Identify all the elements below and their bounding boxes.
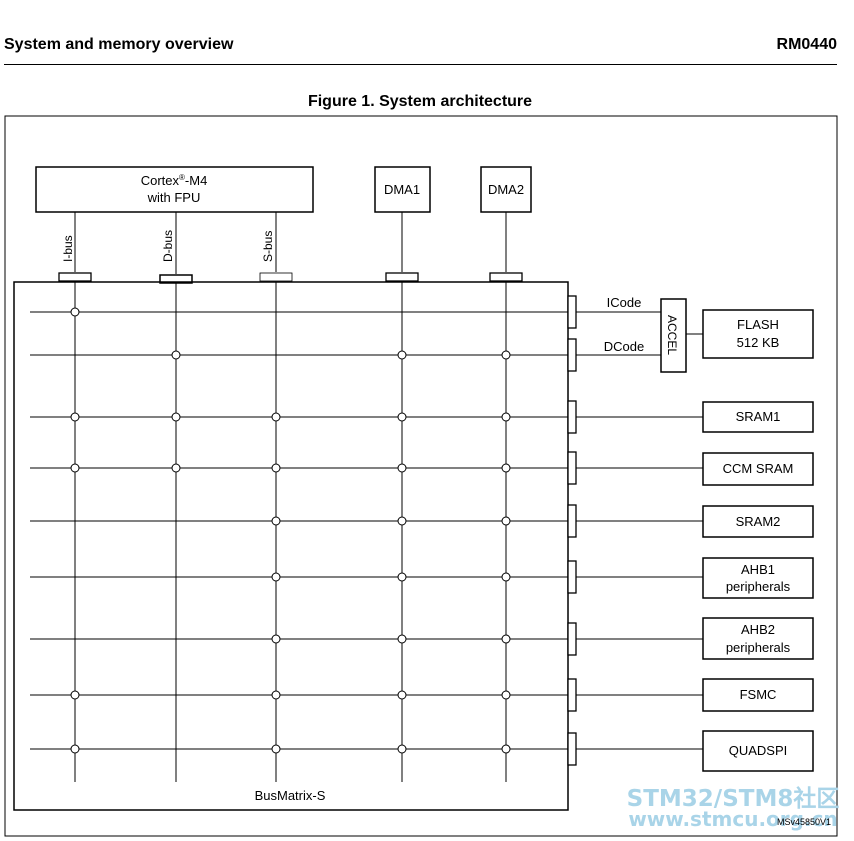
busmatrix-label: BusMatrix-S — [255, 788, 326, 803]
figure-frame — [4, 115, 838, 837]
matrix-rows — [30, 311, 568, 750]
figure-title: Figure 1. System architecture — [307, 93, 533, 110]
figure-id: MSv45850V1 — [777, 817, 831, 827]
quadspi-block: QUADSPI — [702, 730, 814, 772]
sbus-label: S-bus — [261, 231, 275, 262]
ahb1-block: AHB1 peripherals — [702, 557, 814, 599]
flash-block: FLASH 512 KB — [702, 309, 814, 359]
matrix-columns — [74, 282, 507, 782]
dbus-label: D-bus — [161, 230, 175, 262]
slave-ports — [567, 295, 577, 766]
cortex-m4-block: Cortex®-M4 with FPU — [35, 166, 314, 213]
document-id: RM0440 — [776, 36, 837, 53]
ibus-label: I-bus — [61, 235, 75, 262]
dma1-port — [385, 272, 419, 282]
ahb1-label: AHB1 — [741, 562, 775, 577]
ccm-sram-block: CCM SRAM — [702, 452, 814, 486]
matrix-junctions — [70, 307, 511, 754]
watermark-line2: www.stmcu.org.cn — [628, 807, 837, 831]
flash-label: FLASH — [737, 317, 779, 332]
section-title: System and memory overview — [4, 36, 234, 53]
dma1-label: DMA1 — [384, 182, 420, 197]
header-rule — [4, 64, 837, 65]
accel-block: ACCEL — [660, 298, 687, 373]
ccm-sram-label: CCM SRAM — [723, 461, 794, 476]
sram2-block: SRAM2 — [702, 505, 814, 538]
cortex-fpu-label: with FPU — [147, 190, 201, 205]
fsmc-block: FSMC — [702, 678, 814, 712]
sbus-port — [259, 272, 293, 282]
busmatrix-box — [13, 281, 569, 811]
flash-size-label: 512 KB — [737, 335, 780, 350]
fsmc-label: FSMC — [740, 687, 777, 702]
dcode-label: DCode — [604, 339, 644, 354]
dma1-block: DMA1 — [374, 166, 431, 213]
ahb2-sub-label: peripherals — [726, 640, 791, 655]
icode-label: ICode — [607, 295, 642, 310]
cortex-label: Cortex®-M4 — [141, 173, 208, 188]
watermark-line1: STM32/STM8社区 — [627, 785, 840, 812]
sram2-label: SRAM2 — [736, 514, 781, 529]
quadspi-label: QUADSPI — [729, 743, 788, 758]
ahb2-label: AHB2 — [741, 622, 775, 637]
sram1-block: SRAM1 — [702, 401, 814, 433]
dma2-block: DMA2 — [480, 166, 532, 213]
accel-label: ACCEL — [665, 315, 679, 355]
ibus-port — [58, 272, 92, 282]
dma2-port — [489, 272, 523, 282]
dma2-label: DMA2 — [488, 182, 524, 197]
sram1-label: SRAM1 — [736, 409, 781, 424]
ahb1-sub-label: peripherals — [726, 579, 791, 594]
ahb2-block: AHB2 peripherals — [702, 617, 814, 660]
